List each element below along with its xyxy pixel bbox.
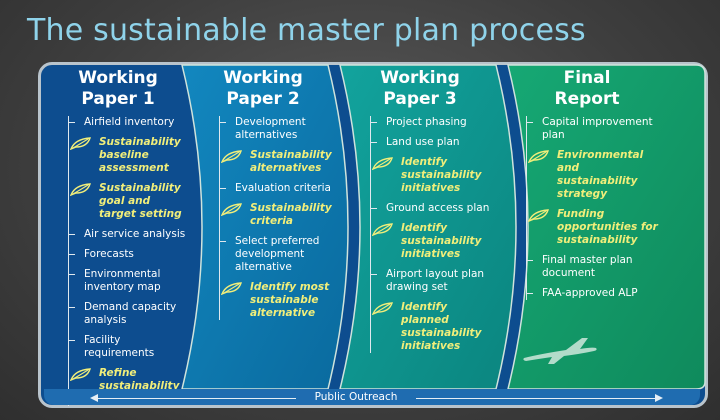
process-item: Evaluation criteria [220, 182, 333, 195]
page-title: The sustainable master plan process [27, 13, 586, 48]
sustainability-item: Sustainability alternatives [221, 149, 333, 175]
item-label: Airport layout plan drawing set [386, 268, 485, 293]
item-label: Sustainability alternatives [250, 149, 332, 174]
sustainability-item: Environmental and sustainability strateg… [528, 149, 662, 201]
leaf-icon [70, 368, 91, 381]
process-item: Demand capacity analysis [69, 301, 186, 327]
sustainability-item: Identify most sustainable alternative [221, 281, 333, 320]
sustainability-item: Sustainability baseline assessment [70, 136, 186, 175]
item-label: Sustainability goal and target setting [99, 182, 182, 220]
process-item: Ground access plan [371, 202, 492, 215]
process-item: Airfield inventory [69, 116, 186, 129]
item-label: Identify sustainability initiatives [401, 222, 482, 260]
item-label: Environmental inventory map [84, 268, 161, 293]
column-title: Working Paper 2 [223, 68, 303, 109]
item-label: Identify sustainability initiatives [401, 156, 482, 194]
item-label: Sustainability criteria [250, 202, 332, 227]
item-label: Demand capacity analysis [84, 301, 177, 326]
leaf-icon [372, 157, 393, 170]
arrow-left-icon [90, 394, 98, 402]
leaf-icon [70, 137, 91, 150]
process-item: Airport layout plan drawing set [371, 268, 492, 294]
outreach-line-left [96, 398, 296, 399]
column-title: Working Paper 1 [78, 68, 158, 109]
process-item: FAA-approved ALP [527, 287, 662, 300]
sustainability-item: Identify planned sustainability initiati… [372, 301, 492, 353]
process-item: Forecasts [69, 248, 186, 261]
item-label: Land use plan [386, 136, 460, 148]
airplane-icon [523, 338, 597, 364]
sustainability-item: Identify sustainability initiatives [372, 222, 492, 261]
column-title: Final Report [554, 68, 620, 109]
item-label: Environmental and sustainability strateg… [557, 149, 644, 200]
item-label: FAA-approved ALP [542, 287, 638, 299]
item-label: Funding opportunities for sustainability [557, 208, 658, 246]
process-item: Development alternatives [220, 116, 333, 142]
leaf-icon [221, 203, 242, 216]
arrow-right-icon [655, 394, 663, 402]
process-item: Environmental inventory map [69, 268, 186, 294]
process-item: Air service analysis [69, 228, 186, 241]
leaf-icon [528, 209, 549, 222]
outreach-line-right [416, 398, 656, 399]
leaf-icon [70, 183, 91, 196]
process-item: Capital improvement plan [527, 116, 662, 142]
leaf-icon [528, 150, 549, 163]
panel-backgrounds [181, 64, 706, 390]
item-label: Capital improvement plan [542, 116, 653, 141]
process-item: Final master plan document [527, 254, 662, 280]
process-item: Land use plan [371, 136, 492, 149]
item-label: Sustainability baseline assessment [99, 136, 181, 174]
item-label: Airfield inventory [84, 116, 175, 128]
leaf-icon [221, 150, 242, 163]
item-label: Identify planned sustainability initiati… [401, 301, 482, 352]
item-label: Development alternatives [235, 116, 306, 141]
item-label: Air service analysis [84, 228, 186, 240]
leaf-icon [221, 282, 242, 295]
item-label: Evaluation criteria [235, 182, 331, 194]
sustainability-item: Sustainability goal and target setting [70, 182, 186, 221]
process-item: Facility requirements [69, 334, 186, 360]
column-title: Working Paper 3 [380, 68, 460, 109]
item-label: Select preferred development alternative [235, 235, 320, 273]
item-label: Ground access plan [386, 202, 490, 214]
process-item: Select preferred development alternative [220, 235, 333, 274]
item-label: Facility requirements [84, 334, 155, 359]
public-outreach-label: Public Outreach [296, 391, 416, 404]
leaf-icon [372, 302, 393, 315]
item-label: Project phasing [386, 116, 467, 128]
item-label: Forecasts [84, 248, 134, 260]
sustainability-item: Identify sustainability initiatives [372, 156, 492, 195]
item-label: Identify most sustainable alternative [250, 281, 330, 319]
leaf-icon [372, 223, 393, 236]
sustainability-item: Funding opportunities for sustainability [528, 208, 662, 247]
column-working-paper-2: Working Paper 2 Development alternatives… [193, 62, 333, 327]
item-label: Final master plan document [542, 254, 633, 279]
process-item: Project phasing [371, 116, 492, 129]
sustainability-item: Sustainability criteria [221, 202, 333, 228]
